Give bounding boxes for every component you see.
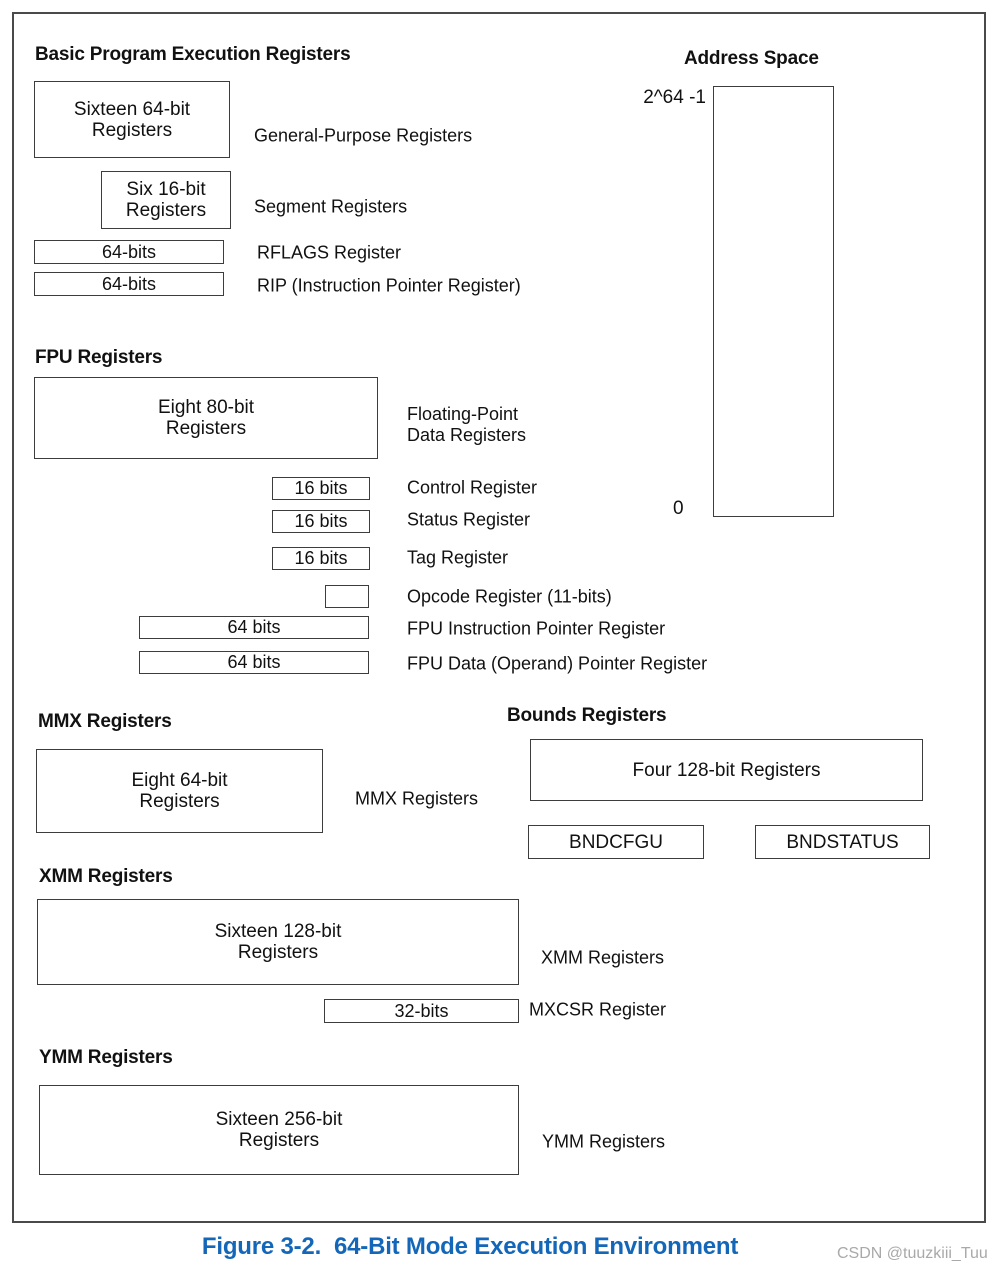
fpu-section-title: FPU Registers bbox=[35, 347, 163, 368]
bndstatus-box: BNDSTATUS bbox=[755, 825, 930, 859]
fpu-opcode-box bbox=[325, 585, 369, 608]
address-space-box bbox=[713, 86, 834, 517]
address-space-zero-label: 0 bbox=[673, 498, 684, 519]
rip-label: RIP (Instruction Pointer Register) bbox=[257, 275, 521, 296]
xmm-registers-box: Sixteen 128-bit Registers bbox=[37, 899, 519, 985]
fpu-status-label: Status Register bbox=[407, 509, 531, 530]
mmx-section-title: MMX Registers bbox=[38, 711, 172, 732]
fpu-data-registers-box: Eight 80-bit Registers bbox=[34, 377, 378, 459]
diagram-border: Basic Program Execution Registers Sixtee… bbox=[12, 12, 986, 1223]
fpu-data-pointer-box: 64 bits bbox=[139, 651, 369, 674]
basic-section-title: Basic Program Execution Registers bbox=[35, 44, 351, 65]
xmm-section-title: XMM Registers bbox=[39, 866, 173, 887]
segment-registers-label: Segment Registers bbox=[254, 196, 408, 217]
fpu-control-label: Control Register bbox=[407, 477, 538, 498]
bounds-section-title: Bounds Registers bbox=[507, 705, 667, 726]
xmm-registers-label: XMM Registers bbox=[541, 947, 665, 968]
ymm-registers-box: Sixteen 256-bit Registers bbox=[39, 1085, 519, 1175]
rflags-label: RFLAGS Register bbox=[257, 242, 402, 263]
fpu-opcode-label: Opcode Register (11-bits) bbox=[407, 586, 612, 607]
fpu-data-pointer-label: FPU Data (Operand) Pointer Register bbox=[407, 653, 708, 674]
rip-box: 64-bits bbox=[34, 272, 224, 296]
rflags-box: 64-bits bbox=[34, 240, 224, 264]
fpu-control-box: 16 bits bbox=[272, 477, 370, 500]
mmx-registers-label: MMX Registers bbox=[355, 788, 479, 809]
fpu-instruction-pointer-label: FPU Instruction Pointer Register bbox=[407, 618, 666, 639]
fpu-status-box: 16 bits bbox=[272, 510, 370, 533]
mxcsr-label: MXCSR Register bbox=[529, 999, 667, 1020]
gp-registers-label: General-Purpose Registers bbox=[254, 125, 473, 146]
mxcsr-box: 32-bits bbox=[324, 999, 519, 1023]
ymm-registers-label: YMM Registers bbox=[542, 1131, 666, 1152]
gp-registers-box: Sixteen 64-bit Registers bbox=[34, 81, 230, 158]
bounds-registers-box: Four 128-bit Registers bbox=[530, 739, 923, 801]
figure-caption: Figure 3-2. 64-Bit Mode Execution Enviro… bbox=[201, 1233, 739, 1260]
fpu-data-registers-label: Floating-Point Data Registers bbox=[407, 404, 527, 445]
fpu-tag-box: 16 bits bbox=[272, 547, 370, 570]
address-space-title: Address Space bbox=[684, 48, 819, 69]
mmx-registers-box: Eight 64-bit Registers bbox=[36, 749, 323, 833]
fpu-tag-label: Tag Register bbox=[407, 547, 509, 568]
address-space-top-label: 2^64 -1 bbox=[643, 87, 706, 108]
csdn-watermark: CSDN @tuuzkiii_Tuu bbox=[837, 1245, 988, 1262]
bndcfgu-box: BNDCFGU bbox=[528, 825, 704, 859]
fpu-instruction-pointer-box: 64 bits bbox=[139, 616, 369, 639]
ymm-section-title: YMM Registers bbox=[39, 1047, 173, 1068]
segment-registers-box: Six 16-bit Registers bbox=[101, 171, 231, 229]
